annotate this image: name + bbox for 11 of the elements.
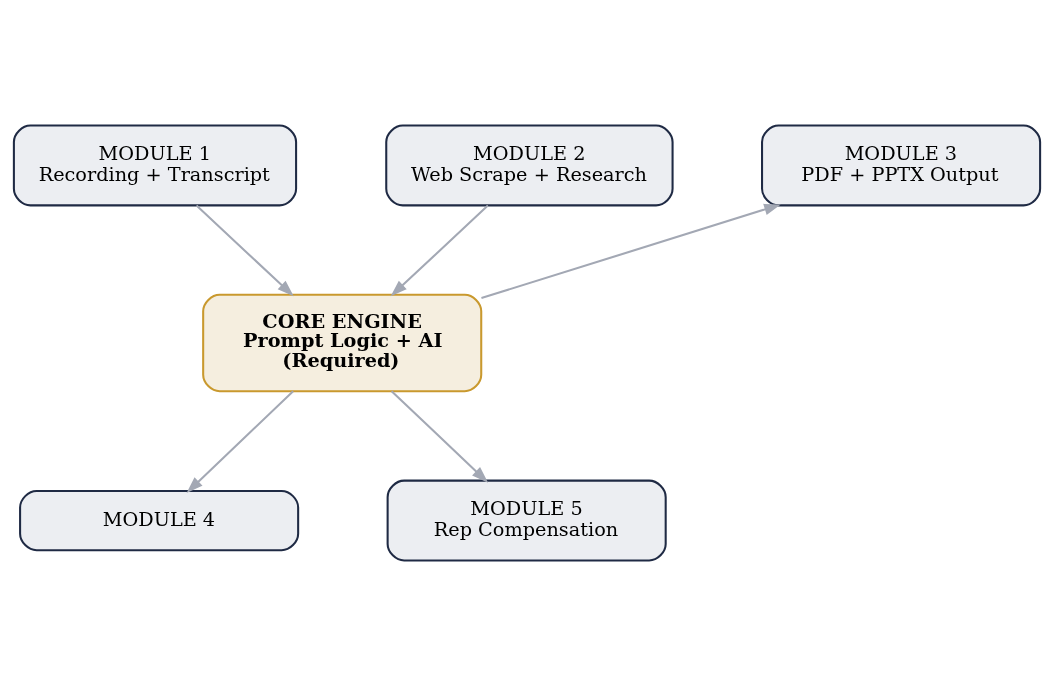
- node-box: MODULE 5 Rep Compensation: [386, 479, 667, 561]
- node-box: MODULE 1 Recording + Transcript: [12, 124, 298, 206]
- arrow: [195, 204, 294, 296]
- node-box: MODULE 2 Web Scrape + Research: [385, 124, 674, 206]
- node-box: MODULE 4: [19, 489, 300, 551]
- node-box: CORE ENGINE Prompt Logic + AI (Required): [202, 293, 483, 392]
- node-box: MODULE 3 PDF + PPTX Output: [761, 124, 1042, 206]
- arrow: [481, 203, 781, 299]
- arrow: [390, 389, 489, 483]
- arrow: [390, 204, 489, 296]
- arrow: [186, 389, 294, 493]
